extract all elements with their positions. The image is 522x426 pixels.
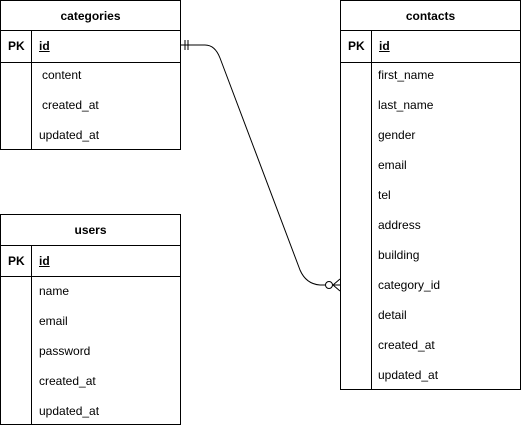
- pk-field: id: [39, 254, 50, 268]
- entity-contacts[interactable]: contacts PK id first_name last_name gend…: [340, 0, 521, 390]
- field-updated-at: updated_at: [378, 368, 439, 382]
- entity-categories[interactable]: categories PK id content created_at upda…: [0, 0, 181, 150]
- column-divider: [31, 246, 32, 424]
- field-created-at: created_at: [39, 374, 96, 388]
- field-last-name: last_name: [378, 98, 434, 112]
- pk-field: id: [39, 39, 50, 53]
- field-address: address: [378, 218, 421, 232]
- primary-key-row: PK id: [1, 246, 180, 277]
- field-content: content: [42, 68, 82, 82]
- field-updated-at: updated_at: [39, 404, 100, 418]
- field-created-at: created_at: [378, 338, 435, 352]
- relationship-line: [181, 44, 340, 286]
- pk-field: id: [379, 39, 390, 53]
- one-and-only-one-marker: [184, 40, 189, 50]
- field-building: building: [378, 248, 420, 262]
- field-name: name: [39, 284, 70, 298]
- entity-users[interactable]: users PK id name email password created_…: [0, 214, 181, 425]
- field-updated-at: updated_at: [39, 128, 100, 142]
- field-email: email: [39, 314, 68, 328]
- column-divider: [371, 31, 372, 389]
- zero-or-many-marker: [325, 278, 341, 292]
- field-email: email: [378, 158, 407, 172]
- field-detail: detail: [378, 308, 407, 322]
- entity-title: contacts: [341, 1, 520, 31]
- field-category-id: category_id: [378, 278, 441, 292]
- primary-key-row: PK id: [1, 31, 180, 63]
- field-gender: gender: [378, 128, 416, 142]
- field-password: password: [39, 344, 91, 358]
- entity-title: categories: [1, 1, 180, 31]
- entity-title: users: [1, 215, 180, 246]
- pk-label: PK: [8, 39, 25, 53]
- pk-label: PK: [8, 254, 25, 268]
- field-created-at: created_at: [42, 98, 99, 112]
- column-divider: [31, 31, 32, 149]
- field-tel: tel: [378, 188, 391, 202]
- pk-label: PK: [348, 39, 365, 53]
- primary-key-row: PK id: [341, 31, 520, 63]
- field-first-name: first_name: [378, 68, 435, 82]
